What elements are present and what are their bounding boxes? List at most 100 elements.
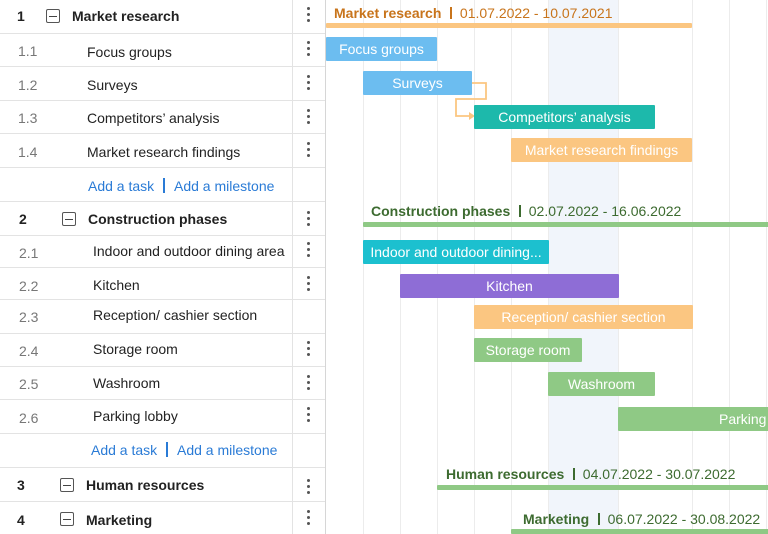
group-row-market-research[interactable]: 1 Market research	[0, 0, 326, 34]
more-vertical-icon[interactable]	[300, 477, 316, 497]
task-row-washroom[interactable]: 2.5 Washroom	[0, 367, 326, 400]
task-name: Competitors’ analysis	[87, 110, 220, 126]
day-gridline	[437, 0, 438, 534]
task-bar-competitors-analysis[interactable]: Competitors’ analysis	[474, 105, 655, 129]
task-bar-kitchen[interactable]: Kitchen	[400, 274, 619, 298]
wbs-number: 2	[19, 211, 27, 227]
bar-label: Focus groups	[339, 41, 424, 57]
add-task-link[interactable]: Add a task	[91, 442, 158, 458]
task-name: Market research findings	[87, 144, 241, 160]
more-vertical-icon[interactable]	[300, 73, 316, 93]
wbs-number: 1.4	[18, 144, 38, 160]
wbs-number: 2.6	[19, 410, 39, 426]
today-highlight	[548, 0, 618, 534]
more-vertical-icon[interactable]	[300, 339, 316, 359]
add-task-link[interactable]: Add a task	[88, 178, 155, 194]
add-row: Add a task Add a milestone	[0, 168, 326, 202]
day-gridline	[692, 0, 693, 534]
more-vertical-icon[interactable]	[300, 240, 316, 260]
task-row-focus-groups[interactable]: 1.1 Focus groups	[0, 34, 326, 67]
task-name: Storage room	[93, 341, 178, 357]
wbs-number: 1	[17, 8, 25, 24]
bar-label: Surveys	[392, 75, 443, 91]
dependency-arrow	[455, 82, 487, 117]
more-vertical-icon[interactable]	[300, 209, 316, 229]
wbs-number: 2.5	[19, 376, 39, 392]
task-bar-reception-cashier[interactable]: Reception/ cashier section	[474, 305, 693, 329]
collapse-icon[interactable]	[60, 512, 74, 526]
task-row-surveys[interactable]: 1.2 Surveys	[0, 67, 326, 101]
task-row-parking-lobby[interactable]: 2.6 Parking lobby	[0, 400, 326, 434]
summary-dates: 06.07.2022 - 30.08.2022	[607, 511, 761, 527]
summary-name: Human resources	[446, 466, 565, 482]
grid-chart-splitter[interactable]	[325, 0, 326, 534]
day-gridline	[363, 0, 364, 534]
more-vertical-icon[interactable]	[300, 39, 316, 59]
task-bar-indoor-outdoor-dining[interactable]: Indoor and outdoor dining...	[363, 240, 549, 264]
bar-label: Storage room	[485, 342, 571, 358]
day-gridline	[618, 0, 619, 534]
wbs-number: 4	[17, 512, 25, 528]
summary-bar-market-research[interactable]	[326, 23, 692, 28]
summary-name: Marketing	[523, 511, 590, 527]
task-name: Focus groups	[87, 44, 172, 60]
task-name: Parking lobby	[93, 408, 178, 424]
add-row: Add a task Add a milestone	[0, 434, 326, 468]
more-vertical-icon[interactable]	[300, 5, 316, 25]
task-bar-storage-room[interactable]: Storage room	[474, 338, 582, 362]
bar-label: Parking lobby	[719, 411, 768, 427]
collapse-icon[interactable]	[62, 212, 76, 226]
task-row-kitchen[interactable]: 2.2 Kitchen	[0, 268, 326, 300]
summary-bar-human-resources[interactable]	[437, 485, 768, 490]
collapse-icon[interactable]	[60, 478, 74, 492]
summary-dates: 04.07.2022 - 30.07.2022	[582, 466, 736, 482]
summary-bar-construction-phases[interactable]	[363, 222, 768, 227]
summary-label-human-resources: Human resources 04.07.2022 - 30.07.2022	[446, 466, 735, 482]
more-vertical-icon[interactable]	[300, 373, 316, 393]
more-vertical-icon[interactable]	[300, 508, 316, 528]
wbs-number: 2.4	[19, 343, 39, 359]
group-row-construction-phases[interactable]: 2 Construction phases	[0, 202, 326, 236]
task-row-competitors-analysis[interactable]: 1.3 Competitors’ analysis	[0, 101, 326, 134]
more-vertical-icon[interactable]	[300, 274, 316, 294]
summary-label-marketing: Marketing 06.07.2022 - 30.08.2022	[523, 511, 760, 527]
task-row-market-research-findings[interactable]: 1.4 Market research findings	[0, 134, 326, 168]
task-bar-washroom[interactable]: Washroom	[548, 372, 655, 396]
more-vertical-icon[interactable]	[300, 405, 316, 425]
task-name: Human resources	[86, 477, 205, 493]
task-name: Indoor and outdoor dining area	[93, 243, 285, 259]
day-gridline	[474, 0, 475, 534]
summary-label-construction-phases: Construction phases 02.07.2022 - 16.06.20…	[371, 203, 681, 219]
summary-bar-marketing[interactable]	[511, 529, 768, 534]
wbs-number: 2.1	[19, 245, 39, 261]
task-name: Market research	[72, 8, 180, 24]
arrow-head-icon	[469, 112, 475, 120]
wbs-number: 2.2	[19, 278, 39, 294]
group-row-marketing[interactable]: 4 Marketing	[0, 502, 326, 534]
bar-label: Kitchen	[486, 278, 533, 294]
task-bar-parking-lobby[interactable]: Parking lobby	[618, 407, 768, 431]
add-milestone-link[interactable]: Add a milestone	[177, 442, 278, 458]
task-row-reception-cashier[interactable]: 2.3 Reception/ cashier section	[0, 300, 326, 334]
collapse-icon[interactable]	[46, 9, 60, 23]
bar-label: Competitors’ analysis	[498, 109, 631, 125]
more-vertical-icon[interactable]	[300, 107, 316, 127]
summary-name: Construction phases	[371, 203, 511, 219]
task-bar-surveys[interactable]: Surveys	[363, 71, 472, 95]
task-row-storage-room[interactable]: 2.4 Storage room	[0, 334, 326, 367]
group-row-human-resources[interactable]: 3 Human resources	[0, 468, 326, 502]
task-row-indoor-outdoor-dining[interactable]: 2.1 Indoor and outdoor dining area	[0, 236, 326, 268]
bar-label: Market research findings	[524, 142, 679, 158]
task-bar-market-research-findings[interactable]: Market research findings	[511, 138, 692, 162]
task-grid: 1 Market research 1.1 Focus groups 1.2 S…	[0, 0, 326, 534]
summary-dates: 01.07.2022 - 10.07.2021	[459, 5, 613, 21]
more-vertical-icon[interactable]	[300, 140, 316, 160]
summary-dates: 02.07.2022 - 16.06.2022	[528, 203, 682, 219]
link-separator	[166, 442, 168, 457]
add-milestone-link[interactable]: Add a milestone	[174, 178, 275, 194]
bar-label: Reception/ cashier section	[501, 309, 666, 325]
task-bar-focus-groups[interactable]: Focus groups	[326, 37, 437, 61]
wbs-number: 1.3	[18, 110, 38, 126]
